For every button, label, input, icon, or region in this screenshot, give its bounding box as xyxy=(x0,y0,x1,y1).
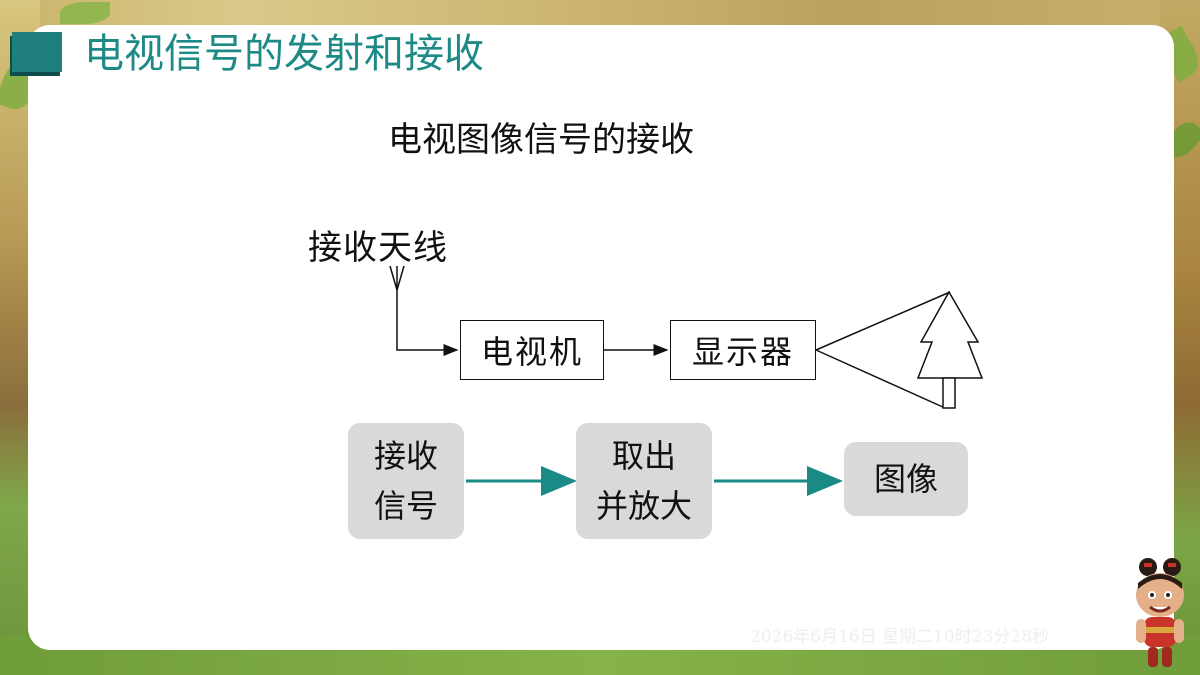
slide-title: 电视信号的发射和接收 xyxy=(84,31,484,77)
flow-step-amplify-line1: 取出 xyxy=(611,437,676,475)
title-accent-bar xyxy=(12,32,62,72)
flow-step-receive: 接收 信号 xyxy=(348,423,464,539)
flow-step-image-label: 图像 xyxy=(873,460,938,498)
display-box: 显示器 xyxy=(670,320,816,380)
mascot-character xyxy=(1136,558,1184,667)
timestamp: 2026年6月16日 星期二10时23分28秒 xyxy=(750,627,1050,647)
antenna-label: 接收天线 xyxy=(308,228,448,268)
leaf-decoration xyxy=(60,2,110,24)
flow-step-amplify: 取出 并放大 xyxy=(576,423,712,539)
flow-step-image: 图像 xyxy=(844,442,968,516)
section-heading: 电视图像信号的接收 xyxy=(388,120,694,160)
flow-step-receive-line2: 信号 xyxy=(373,487,438,525)
flow-step-amplify-line2: 并放大 xyxy=(595,487,692,525)
flow-step-receive-line1: 接收 xyxy=(373,437,438,475)
tv-box: 电视机 xyxy=(460,320,604,380)
